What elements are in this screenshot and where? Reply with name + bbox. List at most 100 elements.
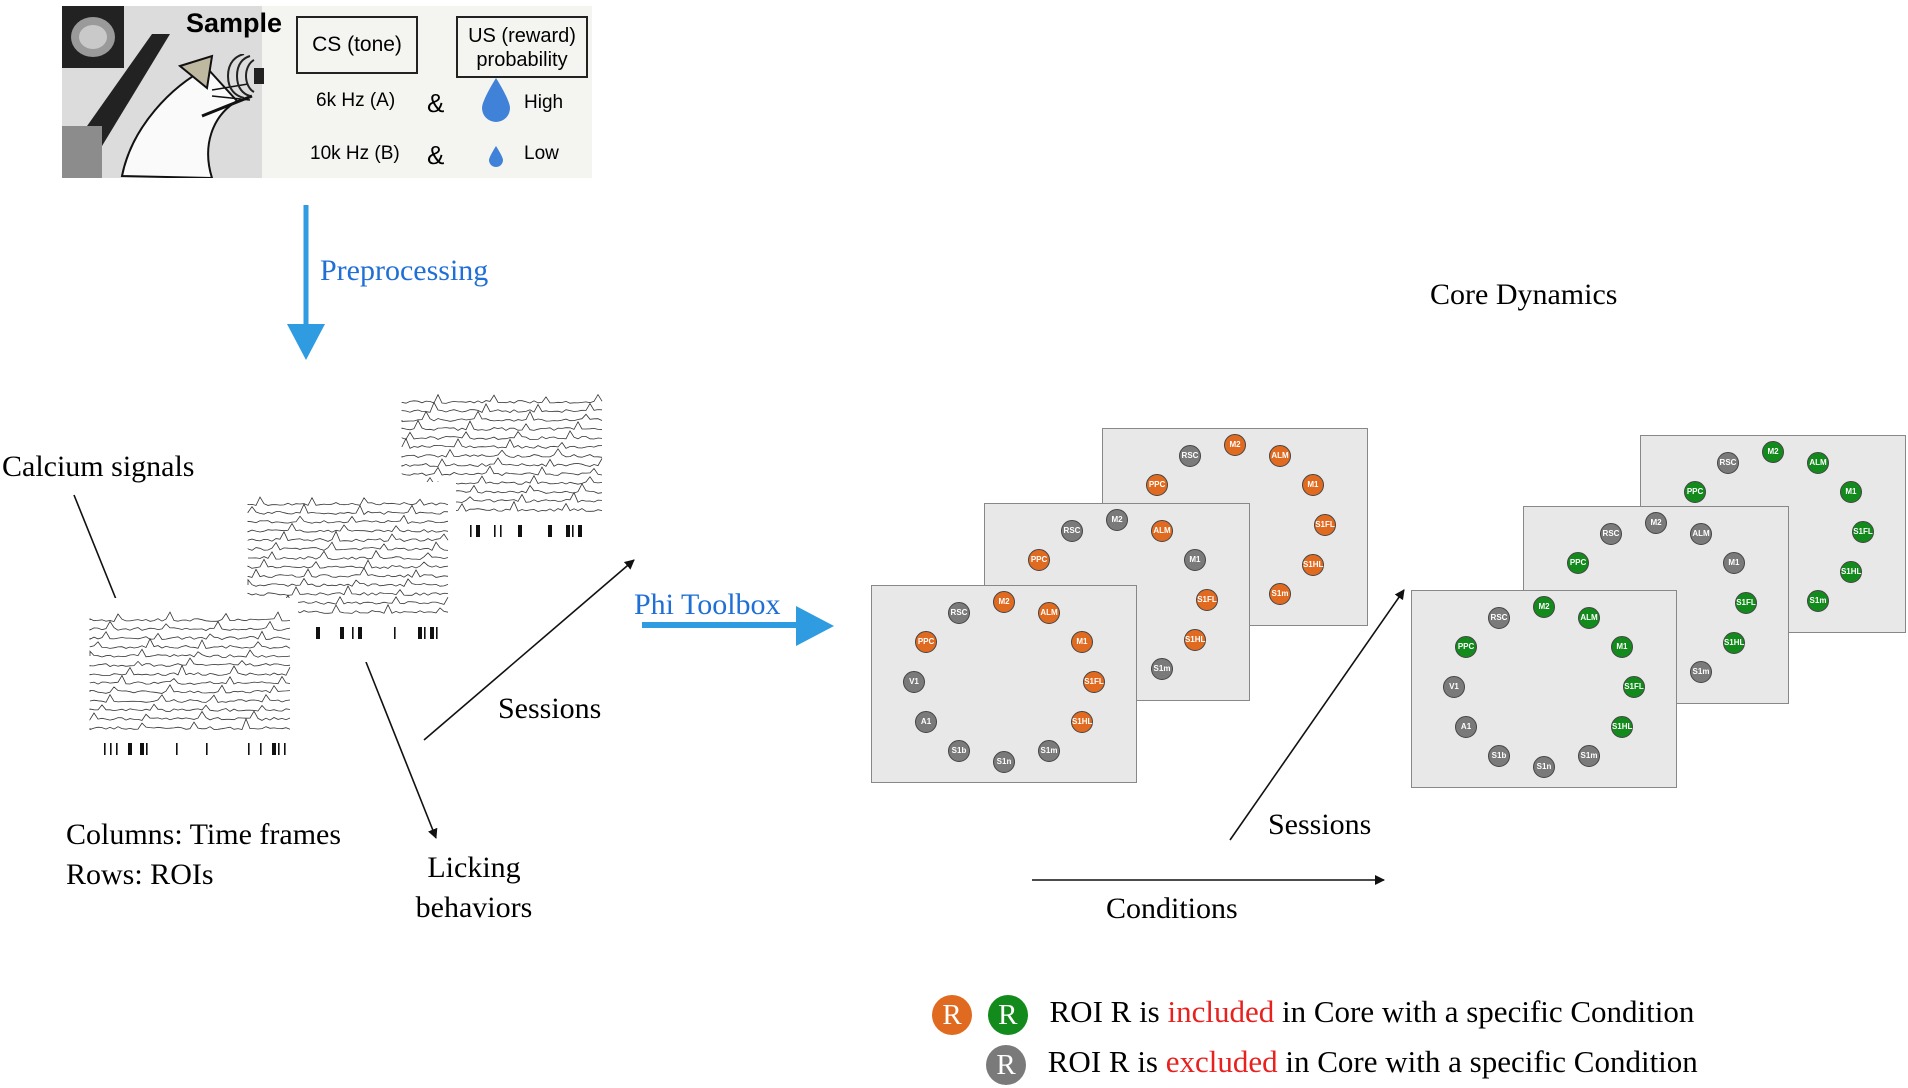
- lick-mark: [548, 525, 552, 537]
- us-row-a: High: [524, 92, 564, 113]
- lick-mark: [146, 743, 148, 755]
- roi-node-s1n: S1n: [993, 751, 1015, 773]
- lick-mark: [260, 743, 262, 755]
- us-header-line1: US (reward): [468, 25, 576, 47]
- us-row-b: Low: [524, 143, 559, 164]
- core-dynamics-title: Core Dynamics: [1430, 278, 1618, 311]
- lick-mark: [358, 627, 362, 639]
- preprocessing-arrow-head: [287, 324, 325, 360]
- trace-sheet-session-1: [84, 598, 298, 778]
- roi-node-s1hl: S1HL: [1722, 632, 1745, 654]
- legend-included-prefix: ROI R is: [1049, 994, 1168, 1029]
- lick-mark: [206, 743, 208, 755]
- trace-line: [401, 410, 603, 422]
- licking-label-line1: Licking: [427, 851, 521, 884]
- roi-node-alm: ALM: [1690, 522, 1712, 545]
- roi-node-s1m: S1m: [1807, 590, 1829, 613]
- rows-label: Rows: ROIs: [66, 858, 214, 891]
- columns-label: Columns: Time frames: [66, 818, 342, 851]
- roi-node-s1n: S1n: [1533, 756, 1555, 778]
- legend-included-suffix: in Core with a specific Condition: [1274, 994, 1695, 1029]
- roi-node-s1m: S1m: [1269, 583, 1291, 606]
- roi-node-m2: M2: [993, 591, 1015, 613]
- roi-node-m1: M1: [1183, 549, 1206, 571]
- lick-mark: [340, 627, 344, 639]
- lick-mark: [578, 525, 582, 537]
- trace-line: [89, 620, 291, 631]
- roi-node-ppc: PPC: [915, 631, 938, 653]
- lick-mark: [566, 525, 570, 537]
- roi-node-s1fl: S1FL: [1083, 671, 1105, 693]
- trace-line: [89, 648, 291, 658]
- lick-mark: [176, 743, 178, 755]
- trace-line: [89, 630, 291, 640]
- cs-header-box: CS (tone): [296, 16, 418, 74]
- trace-line: [401, 401, 603, 413]
- trace-line: [401, 457, 603, 467]
- us-header-box: US (reward) probability: [456, 16, 588, 78]
- legend-excluded: R ROI R is excluded in Core with a speci…: [986, 1044, 1698, 1085]
- cs-header-label: CS (tone): [312, 33, 402, 56]
- lick-mark: [418, 627, 422, 639]
- roi-node-m1: M1: [1070, 631, 1093, 653]
- roi-node-rsc: RSC: [1717, 451, 1739, 474]
- roi-node-ppc: PPC: [1028, 549, 1051, 571]
- trace-line: [89, 703, 291, 712]
- trace-line: [89, 664, 291, 676]
- phi-arrow-head: [796, 606, 834, 646]
- legend-excluded-prefix: ROI R is: [1047, 1044, 1166, 1079]
- lick-mark: [430, 627, 434, 639]
- lick-mark: [518, 525, 522, 537]
- roi-node-m1: M1: [1722, 552, 1745, 574]
- legend-green-dot: R: [987, 994, 1028, 1035]
- roi-node-s1fl: S1FL: [1196, 589, 1218, 611]
- sessions-right-label: Sessions: [1268, 808, 1372, 841]
- roi-node-rsc: RSC: [1061, 519, 1083, 542]
- trace-line: [248, 549, 449, 560]
- trace-line: [89, 684, 291, 694]
- roi-node-rsc: RSC: [1600, 522, 1622, 545]
- trace-line: [401, 448, 603, 458]
- roi-node-alm: ALM: [1807, 451, 1829, 474]
- roi-node-s1m: S1m: [1038, 740, 1060, 763]
- trace-line: [401, 465, 603, 476]
- trace-line: [247, 567, 449, 578]
- roi-node-rsc: RSC: [948, 601, 970, 624]
- roi-node-s1fl: S1FL: [1852, 521, 1874, 543]
- roi-node-alm: ALM: [1578, 606, 1600, 629]
- trace-line: [401, 393, 603, 404]
- trace-line: [89, 637, 291, 649]
- mouse-illustration: [62, 6, 262, 178]
- roi-node-s1hl: S1HL: [1839, 561, 1862, 583]
- trace-line: [89, 693, 291, 703]
- roi-node-m2: M2: [1224, 434, 1246, 456]
- sessions-right-arrow: [1229, 589, 1405, 841]
- roi-node-v1: V1: [1443, 676, 1465, 698]
- trace-line: [401, 419, 603, 431]
- lick-mark: [352, 627, 354, 639]
- sessions-left-label: Sessions: [498, 692, 602, 725]
- trace-line: [247, 503, 449, 516]
- roi-node-m2: M2: [1645, 512, 1667, 534]
- roi-node-s1m: S1m: [1690, 661, 1712, 684]
- roi-node-m1: M1: [1839, 481, 1862, 503]
- roi-node-ppc: PPC: [1455, 636, 1478, 658]
- roi-node-alm: ALM: [1038, 601, 1060, 624]
- roi-node-ppc: PPC: [1567, 552, 1590, 574]
- lick-mark: [110, 743, 112, 755]
- us-header-line2: probability: [476, 49, 568, 71]
- roi-node-s1fl: S1FL: [1623, 676, 1645, 698]
- trace-line: [89, 674, 291, 685]
- water-drop-small-icon: [489, 146, 503, 167]
- trace-line: [247, 577, 449, 587]
- roi-node-s1hl: S1HL: [1610, 716, 1633, 738]
- roi-node-s1b: S1b: [948, 740, 970, 763]
- trace-line: [401, 474, 603, 485]
- roi-node-s1hl: S1HL: [1070, 711, 1093, 733]
- lick-mark: [316, 627, 320, 639]
- trace-line: [247, 558, 449, 569]
- roi-node-s1b: S1b: [1488, 745, 1510, 768]
